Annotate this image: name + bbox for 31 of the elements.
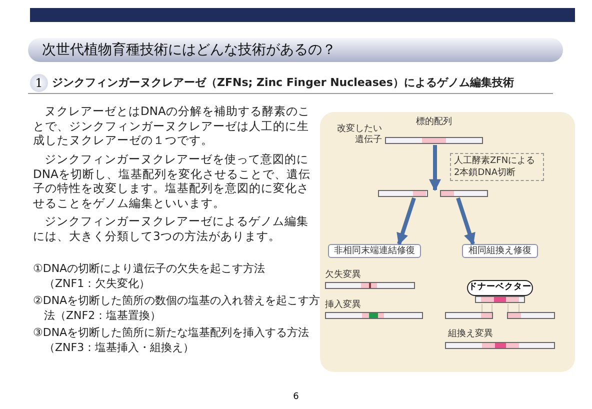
caption-text: 組換え変異	[448, 329, 493, 340]
process-box: 非相同末端連結修復	[328, 244, 421, 258]
list-item: ③DNAを切断した箇所に新たな塩基配列を挿入する方法（ZNF3：塩基挿入・組換え）	[33, 326, 310, 355]
dna-bar	[445, 342, 555, 349]
dna-bar	[445, 312, 493, 319]
section-heading: ジンクフィンガーヌクレアーゼ（ZFNs; Zinc Finger Nucleases）によるゲノム編集技術	[52, 75, 514, 91]
caption-text: 改変したい遺伝子	[336, 124, 382, 146]
arrow	[429, 145, 441, 192]
paragraph: ジンクフィンガーヌクレアーゼを使って意図的にDNAを切断し、塩基配列を変化させることで、遺伝子の特性を改変します。塩基配列を意図的に変化させることをゲノム編集といいます。	[33, 152, 312, 210]
process-box: 相同組換え修復	[462, 244, 538, 258]
cut-dna-drawing	[378, 190, 488, 197]
caption-text: 欠失変異	[325, 270, 361, 281]
callout-bubble: ドナーベクター	[467, 280, 533, 296]
number-badge: 1	[30, 74, 48, 92]
connector-line	[508, 304, 520, 312]
paragraph: ヌクレアーゼとはDNAの分解を補助する酵素のことで、ジンクフィンガーヌクレアーゼは人工的に生成したヌクレアーゼの１つです。	[33, 104, 311, 148]
dna-bar	[475, 296, 525, 303]
dna-bar	[385, 137, 483, 144]
title-bar: 次世代植物育種技術にはどんな技術があるの？	[28, 38, 563, 62]
caption-text: 標的配列	[416, 117, 452, 128]
edge-label: 人工酵素ZFNによる2本鎖DNA切断	[450, 153, 544, 181]
arrow	[396, 197, 416, 246]
paragraph: ジンクフィンガーヌクレアーゼによるゲノム編集には、大きく分類して3つの方法があります。	[33, 214, 310, 243]
dna-bar	[325, 312, 423, 319]
list-item: ①DNAの切断により遺伝子の欠失を起こす方法（ZNF1：欠失変化）	[33, 262, 266, 291]
list-item: ②DNAを切断した箇所の数個の塩基の入れ替えを起こす方法（ZNF2：塩基置換）	[33, 294, 322, 323]
dna-bar	[507, 312, 555, 319]
page-number: 6	[292, 392, 300, 402]
caption-text: 挿入変異	[325, 300, 361, 311]
connector-line	[482, 304, 492, 312]
dna-bar	[325, 282, 415, 289]
